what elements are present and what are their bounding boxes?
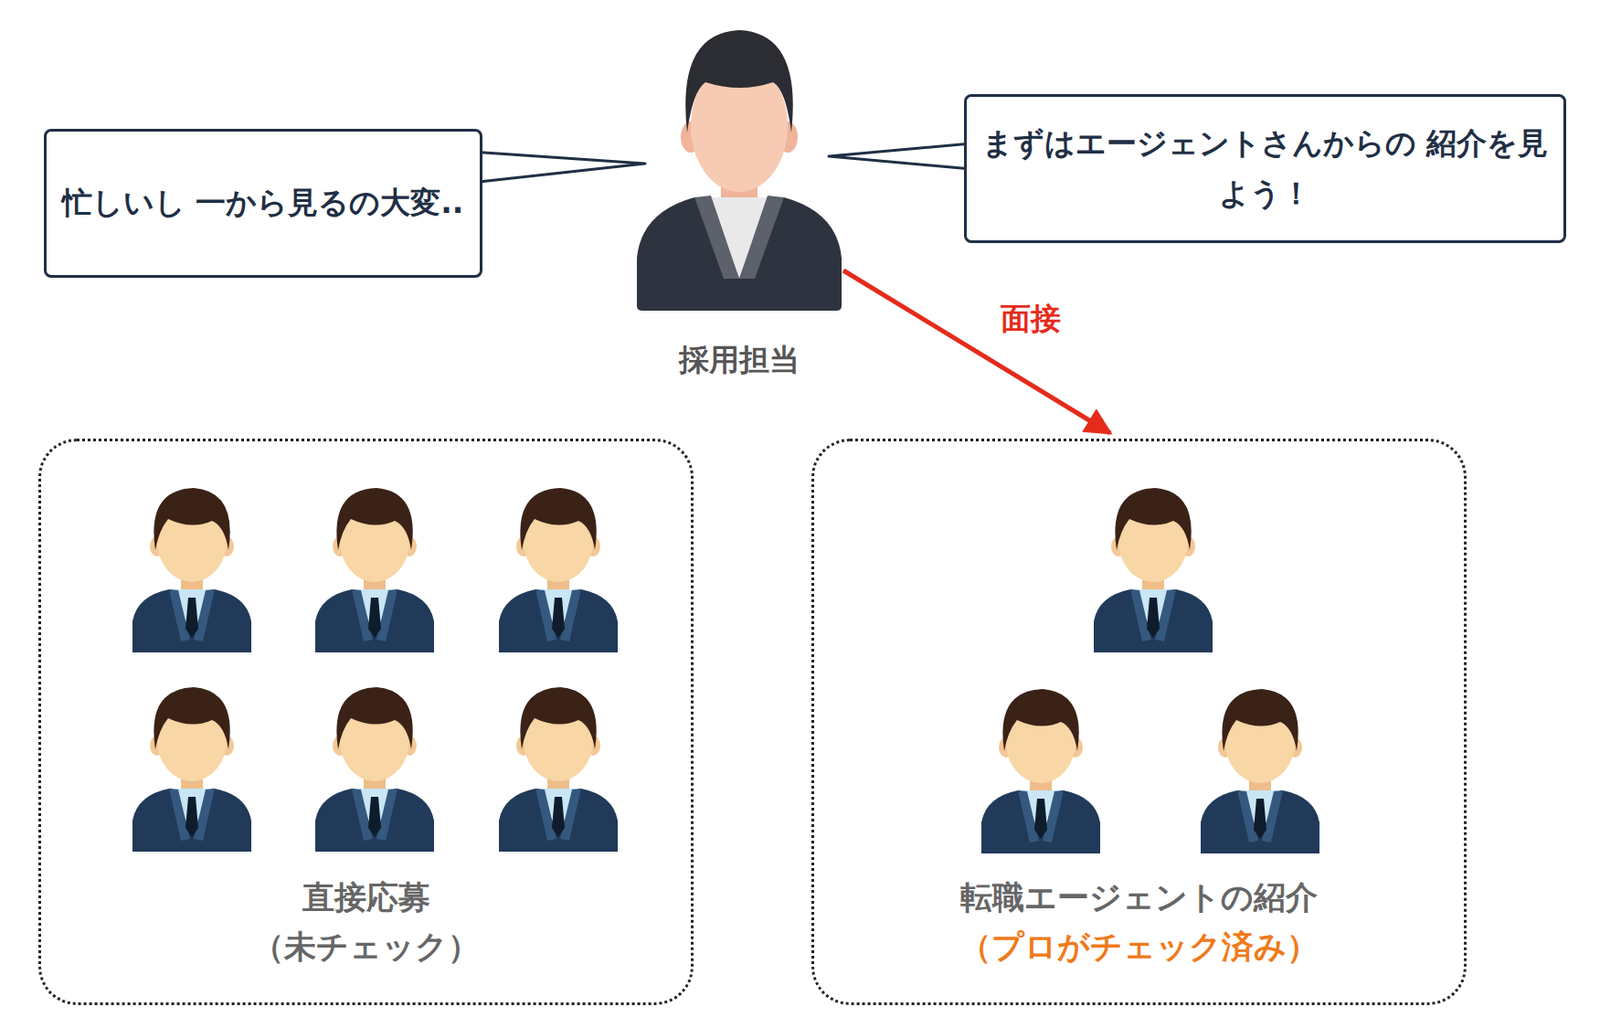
interview-arrow xyxy=(843,270,1111,434)
edge-label: 面接 xyxy=(996,298,1065,340)
group-title: 直接応募 xyxy=(302,872,431,922)
speech-text: まずはエージェントさんからの 紹介を見よう！ xyxy=(966,118,1564,219)
group-note: （プロがチェック済み） xyxy=(959,921,1319,972)
speech-bubble: まずはエージェントさんからの 紹介を見よう！ xyxy=(964,94,1567,244)
speech-bubble: 忙しいし 一から見るの大変.. xyxy=(43,128,483,278)
recruiter-figure xyxy=(636,30,842,311)
bubble-tail xyxy=(828,142,982,170)
group-title: 転職エージェントの紹介 xyxy=(960,872,1318,922)
bubble-tail xyxy=(470,151,646,183)
applicant-group: 転職エージェントの紹介（プロがチェック済み） xyxy=(811,438,1467,1006)
speech-text: 忙しいし 一から見るの大変.. xyxy=(62,178,465,228)
role-label: 採用担当 xyxy=(678,340,800,381)
applicant-figures xyxy=(132,487,618,852)
applicant-group: 直接応募（未チェック） xyxy=(38,438,694,1006)
applicant-figures xyxy=(981,487,1320,854)
group-note: （未チェック） xyxy=(252,921,480,972)
recruiter: 採用担当 xyxy=(635,28,844,381)
